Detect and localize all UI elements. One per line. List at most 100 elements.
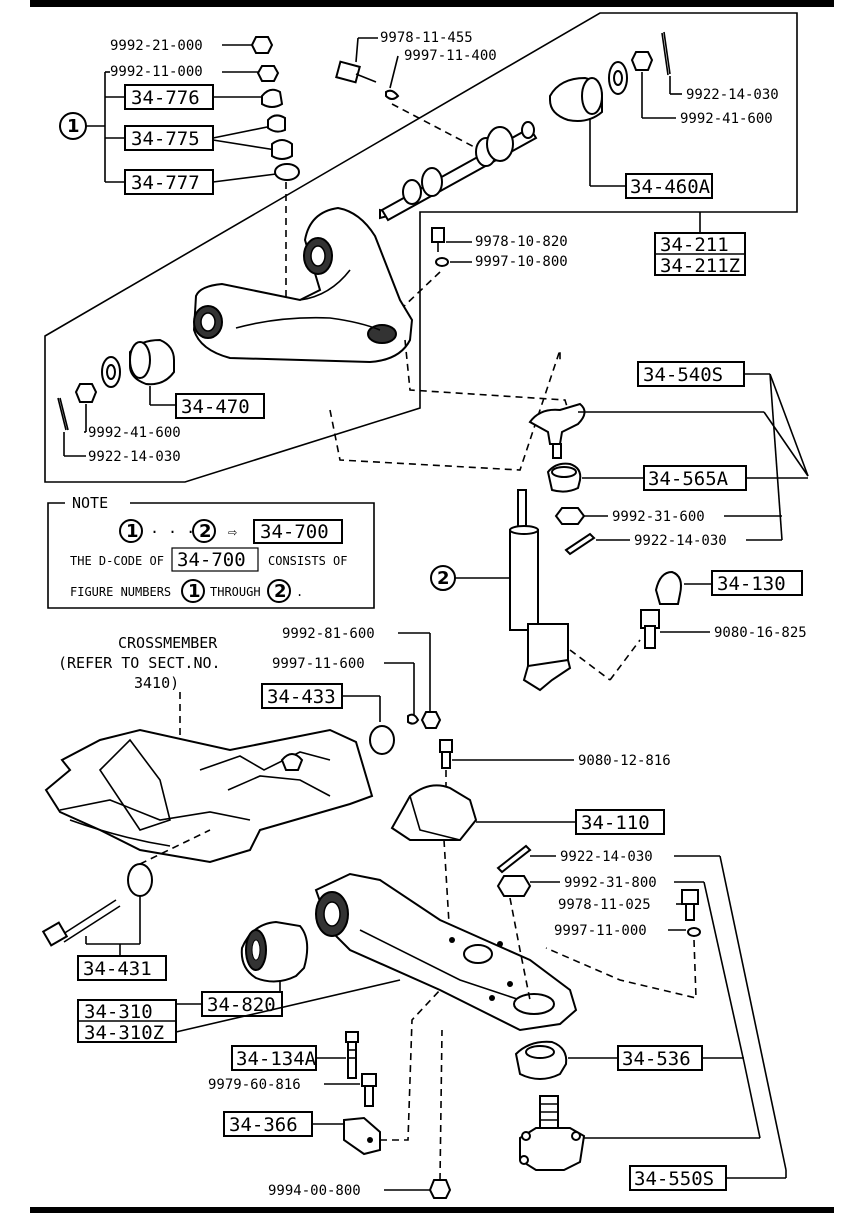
label-9992-41-600-b: 9992-41-600 bbox=[88, 425, 181, 441]
label-9992-21-000: 9992-21-000 bbox=[110, 38, 203, 54]
washer-9997-11-600 bbox=[407, 713, 420, 725]
box-34-130 bbox=[711, 570, 803, 596]
box-34-130-text: 34-130 bbox=[717, 573, 786, 595]
lower-right-labels: 9922-14-030 9992-31-800 9978-11-025 9997… bbox=[496, 844, 787, 1171]
circle-1-num: 1 bbox=[67, 116, 80, 137]
washer-part-3 bbox=[274, 163, 300, 181]
upper-control-arm bbox=[192, 206, 414, 364]
shaft-collar-2 bbox=[421, 167, 443, 197]
label-9979-60-816: 9979-60-816 bbox=[208, 1077, 301, 1093]
label-9922-14-030-d: 9922-14-030 bbox=[560, 849, 653, 865]
box-34-776 bbox=[124, 84, 214, 110]
label-9997-11-000: 9997-11-000 bbox=[554, 923, 647, 939]
note-line3-b: THROUGH bbox=[210, 585, 261, 599]
box-34-565A-text: 34-565A bbox=[648, 468, 729, 490]
box-34-431-text: 34-431 bbox=[83, 958, 152, 980]
label-9997-11-600: 9997-11-600 bbox=[272, 656, 365, 672]
crossmember-rib bbox=[98, 738, 171, 831]
label-9922-14-030-a: 9922-14-030 bbox=[686, 87, 779, 103]
note-target-box bbox=[253, 519, 343, 544]
bolt-head bbox=[335, 60, 361, 84]
stopper-34-110-group: 9080-12-816 34-110 bbox=[390, 739, 671, 941]
bushing-34-470-group: 34-470 9992-41-600 9922-14-030 bbox=[57, 338, 265, 465]
note-circle-2b-num: 2 bbox=[274, 581, 287, 602]
bottom-border bbox=[30, 1207, 834, 1213]
box-34-470-text: 34-470 bbox=[181, 396, 250, 418]
note-circle-1-num: 1 bbox=[126, 521, 139, 542]
bolt-34-134A bbox=[345, 1031, 359, 1043]
circle-1 bbox=[59, 112, 87, 140]
box-34-775-text: 34-775 bbox=[131, 128, 200, 150]
label-9992-11-000: 9992-11-000 bbox=[110, 64, 203, 80]
bushing-face bbox=[581, 77, 603, 115]
nut-9992-81-600 bbox=[420, 711, 442, 729]
box-34-211Z-text: 34-211Z bbox=[660, 255, 740, 277]
washer-part bbox=[267, 114, 286, 133]
lower-arm-ball-seat bbox=[513, 993, 555, 1015]
box-34-310Z-text: 34-310Z bbox=[84, 1022, 164, 1044]
upper-ball-joint bbox=[528, 402, 586, 445]
box-34-536-text: 34-536 bbox=[622, 1048, 691, 1070]
lower-ball-joint-group: 34-536 34-550S bbox=[514, 1040, 787, 1191]
bushing-34-460A-group: 9922-14-030 9992-41-600 34-460A bbox=[549, 31, 779, 199]
crossmember-line2: (REFER TO SECT.NO. bbox=[58, 654, 221, 672]
box-34-134A-text: 34-134A bbox=[236, 1048, 317, 1070]
note-line2-a: THE D-CODE OF bbox=[70, 554, 164, 568]
label-9080-12-816: 9080-12-816 bbox=[578, 753, 671, 769]
label-9994-00-800: 9994-00-800 bbox=[268, 1183, 361, 1199]
upper-ball-joint-group: 34-540S 34-565A 9992-31-600 9922-14-030 bbox=[528, 361, 809, 556]
box-34-820-text: 34-820 bbox=[207, 994, 276, 1016]
note-line3-a: FIGURE NUMBERS bbox=[70, 585, 171, 599]
note-circle-1b bbox=[181, 579, 205, 603]
small-washer bbox=[435, 257, 449, 267]
washer-9997-11-000 bbox=[687, 927, 701, 937]
nut-part bbox=[250, 36, 274, 54]
box-34-540S-text: 34-540S bbox=[643, 364, 723, 386]
bump-stopper bbox=[654, 570, 682, 605]
nut-9992-31-600 bbox=[554, 507, 586, 525]
note-frame bbox=[47, 502, 375, 609]
crossmember-line1: CROSSMEMBER bbox=[118, 634, 218, 652]
nut-part-2 bbox=[256, 65, 280, 82]
box-34-110-text: 34-110 bbox=[581, 812, 650, 834]
castle-nut-9992-31-800 bbox=[496, 875, 532, 897]
bolt-9978-11-025 bbox=[681, 889, 699, 905]
shock-rod bbox=[517, 489, 527, 529]
small-bolt-head bbox=[431, 227, 445, 243]
note-dots: · · · bbox=[150, 523, 195, 541]
box-34-460A-text: 34-460A bbox=[630, 176, 711, 198]
cotter-pin-2 bbox=[57, 397, 67, 431]
note-line2-b: CONSISTS OF bbox=[268, 554, 347, 568]
label-9992-81-600: 9992-81-600 bbox=[282, 626, 375, 642]
lock-washer bbox=[385, 89, 400, 100]
lower-left-bolts: 34-134A 9979-60-816 34-366 9994-00-800 bbox=[208, 989, 452, 1199]
crossmember-line3: 3410) bbox=[134, 674, 179, 692]
label-9992-41-600-a: 9992-41-600 bbox=[680, 111, 773, 127]
nut-9992-41-600 bbox=[74, 383, 98, 403]
box-34-776-text: 34-776 bbox=[131, 87, 200, 109]
label-9997-10-800: 9997-10-800 bbox=[475, 254, 568, 270]
top-left-stack: 9992-21-000 9992-11-000 1 34-776 34-775 … bbox=[59, 36, 300, 350]
box-34-777 bbox=[124, 169, 214, 195]
shock-body bbox=[509, 529, 539, 631]
note-line2-box-text: 34-700 bbox=[177, 549, 246, 571]
bump-stopper-group: 34-130 9080-16-825 bbox=[640, 570, 807, 649]
dash-link bbox=[404, 339, 569, 411]
small-bolt-group: 9978-10-820 9997-10-800 bbox=[399, 227, 568, 311]
note-circle-1 bbox=[119, 519, 143, 543]
note-box: NOTE 1 · · · 2 ⇨ 34-700 THE D-CODE OF 34… bbox=[47, 494, 375, 609]
note-circle-2b bbox=[267, 579, 291, 603]
bump-stopper-34-110 bbox=[390, 784, 478, 841]
bolt-9979-60-816 bbox=[361, 1073, 377, 1087]
upper-arm-group-outline bbox=[44, 12, 798, 483]
shock-absorber-group: 2 bbox=[430, 489, 641, 692]
note-circle-1b-num: 1 bbox=[188, 581, 201, 602]
lower-control-arm: 34-820 34-310 34-310Z bbox=[77, 872, 578, 1044]
crossmember-body bbox=[44, 728, 374, 864]
shaft-collar bbox=[402, 179, 422, 205]
note-circle-2 bbox=[192, 519, 216, 543]
castle-nut bbox=[630, 51, 654, 71]
note-circle-2-num: 2 bbox=[199, 521, 212, 542]
label-9922-14-030-b: 9922-14-030 bbox=[88, 449, 181, 465]
